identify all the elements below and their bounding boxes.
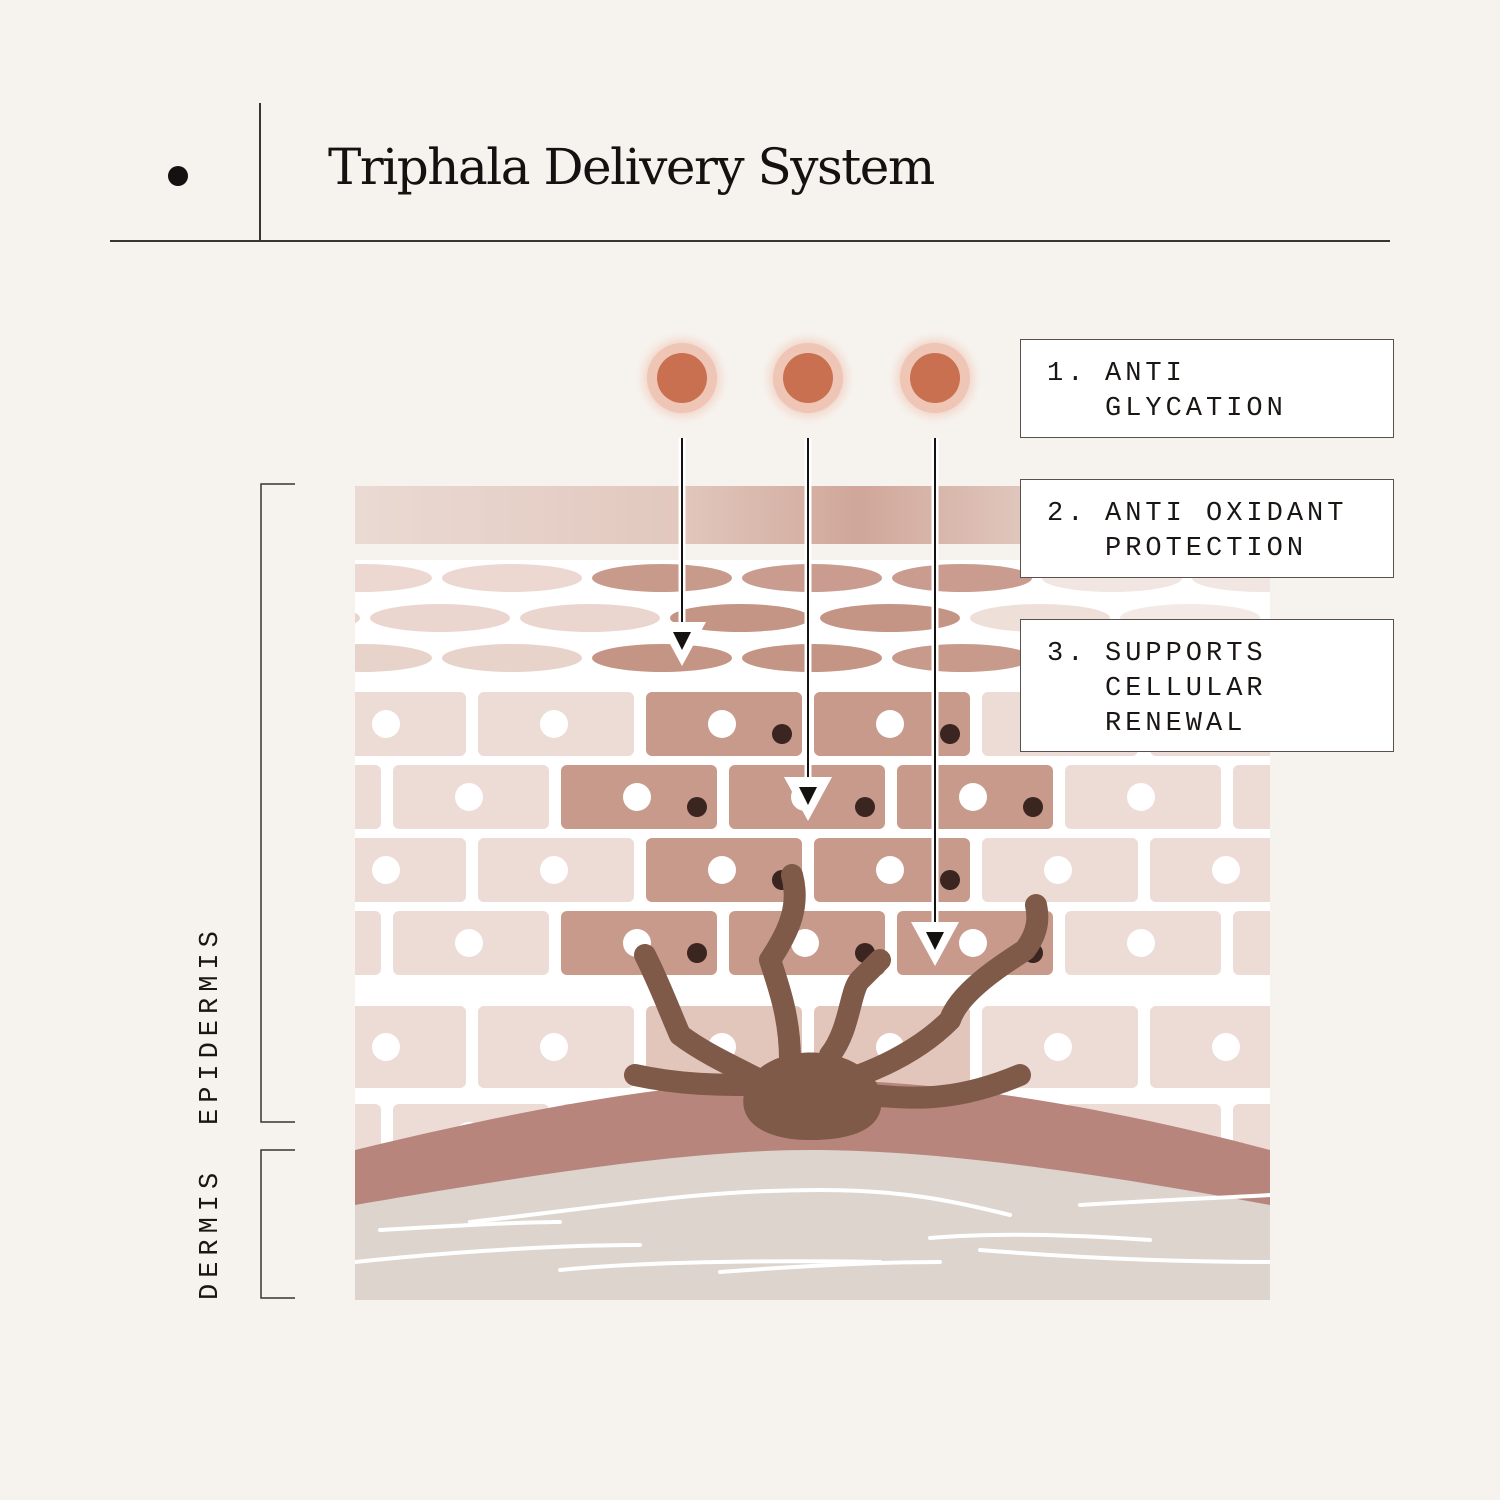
cell-nucleus <box>708 710 736 738</box>
flat-cell <box>820 604 960 632</box>
cell-nucleus <box>372 1033 400 1061</box>
cell-nucleus <box>1295 929 1323 957</box>
flat-cell <box>355 644 432 672</box>
cell-nucleus <box>876 856 904 884</box>
cell-nucleus <box>372 710 400 738</box>
melanin-granule <box>940 870 960 890</box>
arrow-head <box>799 787 817 805</box>
cell-nucleus <box>1044 1033 1072 1061</box>
dermis-bracket <box>260 1149 295 1299</box>
cell-nucleus <box>287 783 315 811</box>
callout-number: 1. <box>1047 359 1088 389</box>
flat-cell <box>892 644 1032 672</box>
cell-nucleus <box>372 856 400 884</box>
flat-cell <box>892 564 1032 592</box>
keratinocyte <box>1318 1006 1474 1088</box>
cell-nucleus <box>1295 783 1323 811</box>
cell-nucleus <box>959 783 987 811</box>
callout-cellular-renewal: 3. SUPPORTS CELLULAR RENEWAL <box>1020 619 1394 752</box>
keratinocyte <box>1233 765 1270 829</box>
bullet-dot <box>168 166 188 186</box>
cell-nucleus <box>708 856 736 884</box>
melanin-granule <box>687 943 707 963</box>
epidermis-bracket <box>260 483 295 1123</box>
flat-cell <box>355 564 432 592</box>
cell-nucleus <box>455 929 483 957</box>
layer-brackets <box>260 483 295 1299</box>
keratinocyte <box>1150 838 1270 902</box>
delivery-arrows <box>658 438 959 966</box>
flat-cell <box>442 564 582 592</box>
melanin-granule <box>940 724 960 744</box>
particle <box>910 353 960 403</box>
callout-text: SUPPORTS CELLULAR RENEWAL <box>1105 639 1267 739</box>
cell-nucleus <box>455 783 483 811</box>
melanin-granule <box>687 797 707 817</box>
callout-text: ANTI OXIDANT PROTECTION <box>1105 499 1348 564</box>
cell-nucleus <box>1212 856 1240 884</box>
cell-nucleus <box>1127 929 1155 957</box>
flat-cell <box>592 644 732 672</box>
callout-anti-glycation: 1. ANTI GLYCATION <box>1020 339 1394 438</box>
basal-layer <box>355 1080 1270 1205</box>
particle <box>657 353 707 403</box>
keratinocyte <box>1233 911 1270 975</box>
page-title: Triphala Delivery System <box>328 138 935 196</box>
keratinocyte <box>355 765 381 829</box>
flat-cell <box>592 564 732 592</box>
melanin-granule <box>855 797 875 817</box>
keratinocyte <box>355 911 381 975</box>
cell-nucleus <box>1380 856 1408 884</box>
cell-nucleus <box>791 929 819 957</box>
melanocyte <box>624 864 1049 1140</box>
melanin-granule <box>772 724 792 744</box>
cell-nucleus <box>540 1033 568 1061</box>
triphala-particles <box>634 330 983 426</box>
epidermis-label: EPIDERMIS <box>196 925 226 1125</box>
flat-cell <box>370 604 510 632</box>
keratinocyte <box>1318 838 1474 902</box>
stratum-granulosum <box>355 564 1270 672</box>
callout-number: 2. <box>1047 499 1088 529</box>
cell-nucleus <box>959 929 987 957</box>
keratinocyte <box>1150 1006 1270 1088</box>
flat-cell <box>742 644 882 672</box>
cell-nucleus <box>623 783 651 811</box>
header-divider <box>259 103 261 242</box>
cell-nucleus <box>287 1122 315 1150</box>
cell-nucleus <box>287 929 315 957</box>
flat-cell <box>442 644 582 672</box>
flat-cell <box>520 604 660 632</box>
cell-nucleus <box>1044 856 1072 884</box>
cell-nucleus <box>540 710 568 738</box>
header-rule <box>110 240 1390 242</box>
dermis-label: DERMIS <box>196 1166 226 1300</box>
cell-nucleus <box>1212 1033 1240 1061</box>
callout-number: 3. <box>1047 639 1088 669</box>
cell-nucleus <box>1295 1122 1323 1150</box>
callout-text: ANTI GLYCATION <box>1105 359 1287 424</box>
flat-cell <box>355 612 360 624</box>
arrow-head <box>673 632 691 650</box>
flat-cell <box>670 604 810 632</box>
melanin-granule <box>1023 797 1043 817</box>
cell-nucleus <box>1127 783 1155 811</box>
callout-anti-oxidant: 2. ANTI OXIDANT PROTECTION <box>1020 479 1394 578</box>
keratinocyte <box>355 692 466 756</box>
cell-nucleus <box>876 710 904 738</box>
arrow-head <box>926 932 944 950</box>
keratinocyte <box>355 1006 466 1088</box>
particle <box>783 353 833 403</box>
cell-nucleus <box>1380 1033 1408 1061</box>
keratinocyte <box>355 838 466 902</box>
flat-cell <box>742 564 882 592</box>
dermis-fibers <box>355 1187 1270 1274</box>
cell-nucleus <box>540 856 568 884</box>
